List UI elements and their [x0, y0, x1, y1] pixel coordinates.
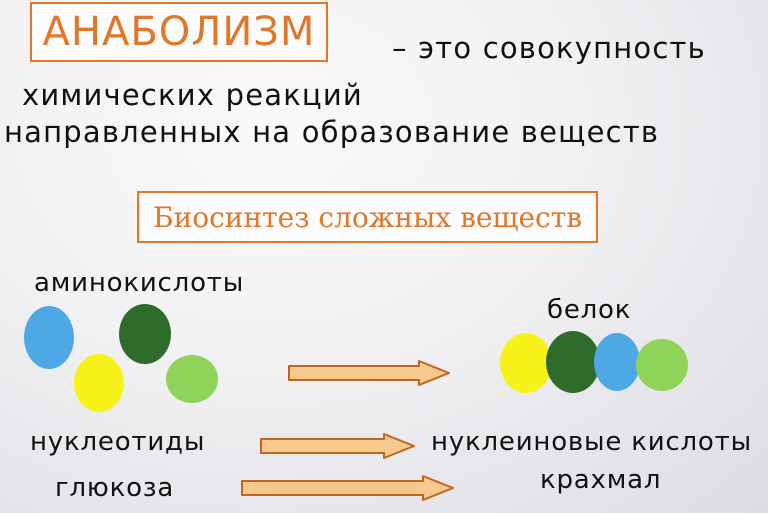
label-nucleotides: нуклеотиды: [30, 427, 206, 457]
protein-dark-green-ball: [546, 331, 600, 393]
title-box: АНАБОЛИЗМ: [30, 2, 328, 62]
aminoacid-blue-ball: [24, 306, 74, 369]
label-nucleic-acids: нуклеиновые кислоты: [431, 427, 752, 457]
label-glucose: глюкоза: [55, 473, 175, 503]
protein-yellow-ball: [500, 333, 552, 393]
arrow-nucleotides-to-nucleic-acids: [260, 433, 415, 459]
label-starch: крахмал: [540, 465, 662, 495]
aminoacid-dark-green-ball: [119, 304, 171, 364]
definition-line-3: направленных на образование веществ: [4, 115, 660, 149]
arrow-glucose-to-starch: [241, 475, 454, 501]
definition-line-2: химических реакций: [22, 78, 363, 112]
subtitle-box: Биосинтез сложных веществ: [137, 191, 598, 243]
protein-light-green-ball: [636, 339, 688, 391]
subtitle: Биосинтез сложных веществ: [153, 200, 582, 234]
arrow-aminoacids-to-protein: [288, 360, 450, 386]
protein-blue-ball: [594, 333, 640, 391]
label-protein: белок: [547, 295, 632, 325]
label-aminoacids: аминокислоты: [34, 268, 245, 298]
aminoacid-yellow-ball: [74, 354, 124, 412]
definition-line-1: – это совокупность: [392, 31, 706, 65]
title: АНАБОЛИЗМ: [42, 9, 316, 55]
aminoacid-light-green-ball: [166, 355, 218, 403]
